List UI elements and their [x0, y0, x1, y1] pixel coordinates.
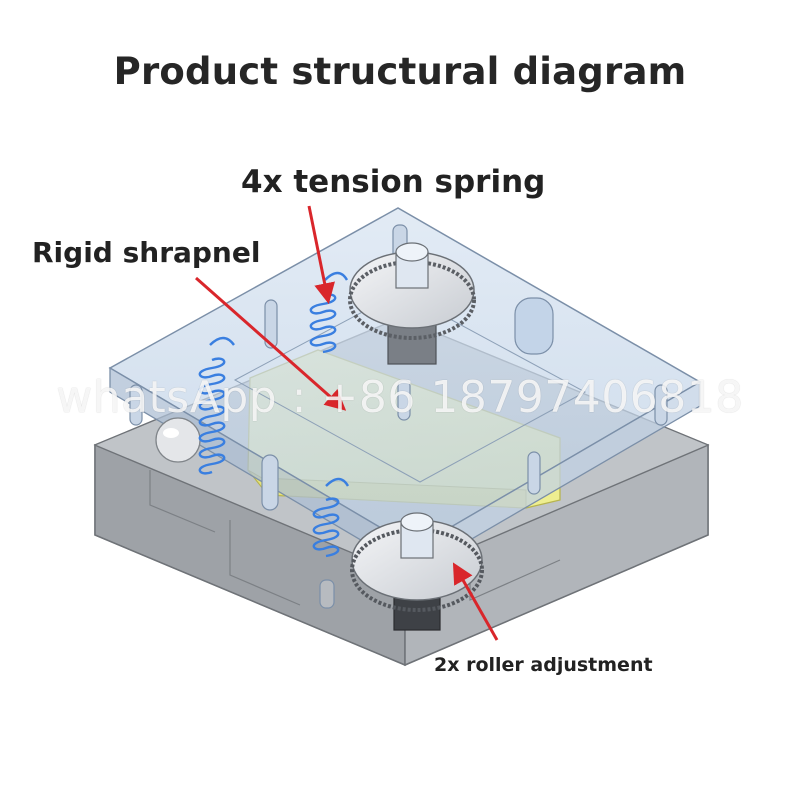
arrow-roller-adjustment	[452, 562, 499, 641]
lower-roller-knob	[350, 512, 484, 631]
page-title: Product structural diagram	[113, 50, 687, 93]
leader-arrows	[195, 205, 499, 641]
tension-spring-1	[309, 271, 349, 354]
tension-spring-2	[198, 336, 235, 475]
label-roller-adjustment: 2x roller adjustment	[434, 654, 653, 676]
watermark-text: whatsApp : +86 18797406818	[56, 372, 744, 423]
arrow-tension-spring	[307, 205, 335, 305]
tension-springs	[198, 271, 350, 558]
label-tension-spring: 4x tension spring	[241, 164, 546, 200]
steel-ball	[155, 417, 201, 463]
tension-spring-3	[312, 477, 350, 558]
label-rigid-shrapnel: Rigid shrapnel	[32, 236, 261, 269]
upper-roller-knob	[348, 242, 476, 365]
arrow-rigid-shrapnel	[195, 276, 347, 411]
